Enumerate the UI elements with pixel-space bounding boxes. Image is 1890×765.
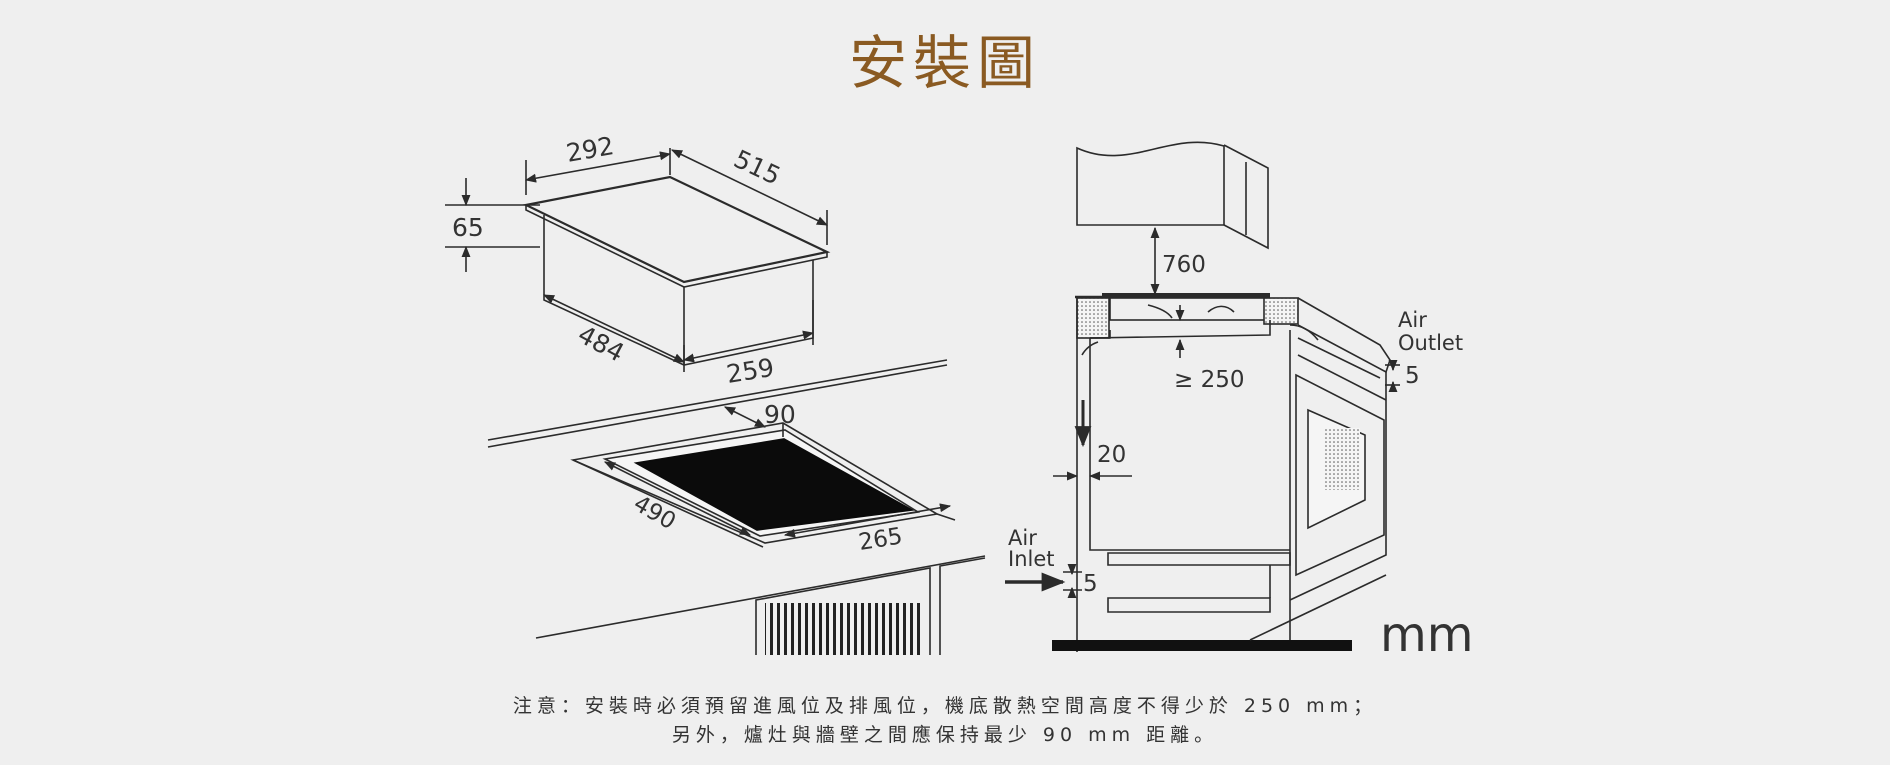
- dim-259-line: [682, 300, 815, 363]
- dim-65-label: 65: [452, 213, 484, 242]
- dim-90-label: 90: [764, 400, 796, 429]
- dim-484-label: 484: [573, 320, 629, 368]
- note-line-2: 另外，爐灶與牆壁之間應保持最少 90 mm 距離。: [671, 724, 1219, 746]
- dim-292-label: 292: [564, 131, 616, 168]
- dim-250-label: ≥ 250: [1174, 367, 1244, 393]
- dim-20-line: [1053, 400, 1132, 481]
- countertop-cutout-drawing: [487, 359, 986, 655]
- dim-5-outlet-line: [1385, 359, 1400, 393]
- air-inlet-label-line2: Inlet: [1008, 547, 1055, 571]
- dim-515-label: 515: [729, 144, 785, 190]
- note-line-1: 注意：安裝時必須預留進風位及排風位，機底散熱空間高度不得少於 250 mm；: [512, 695, 1378, 717]
- dim-259-label: 259: [724, 353, 776, 389]
- dim-515-line: [670, 149, 829, 245]
- installation-notes: 注意：安裝時必須預留進風位及排風位，機底散熱空間高度不得少於 250 mm； 另…: [0, 692, 1890, 750]
- dim-490-line: [603, 461, 752, 536]
- hob-3d-drawing: [522, 175, 831, 366]
- unit-label: mm: [1380, 607, 1474, 663]
- air-inlet-label-line1: Air: [1008, 526, 1037, 550]
- dim-65-line: [445, 178, 540, 272]
- dim-90-line: [723, 406, 784, 437]
- dim-265-line: [783, 503, 952, 538]
- dim-20-label: 20: [1097, 442, 1126, 468]
- page-title: 安裝圖: [848, 29, 1041, 97]
- dim-760-label: 760: [1162, 252, 1206, 278]
- dim-5-inlet-label: 5: [1083, 571, 1098, 597]
- air-outlet-label-line1: Air: [1398, 308, 1427, 332]
- dim-5-outlet-label: 5: [1405, 363, 1420, 389]
- dim-265-label: 265: [857, 523, 904, 556]
- air-outlet-label-line2: Outlet: [1398, 331, 1463, 355]
- dim-292-line: [524, 148, 672, 195]
- dim-5-inlet-line: [1005, 563, 1082, 599]
- side-section-drawing: [1052, 141, 1391, 652]
